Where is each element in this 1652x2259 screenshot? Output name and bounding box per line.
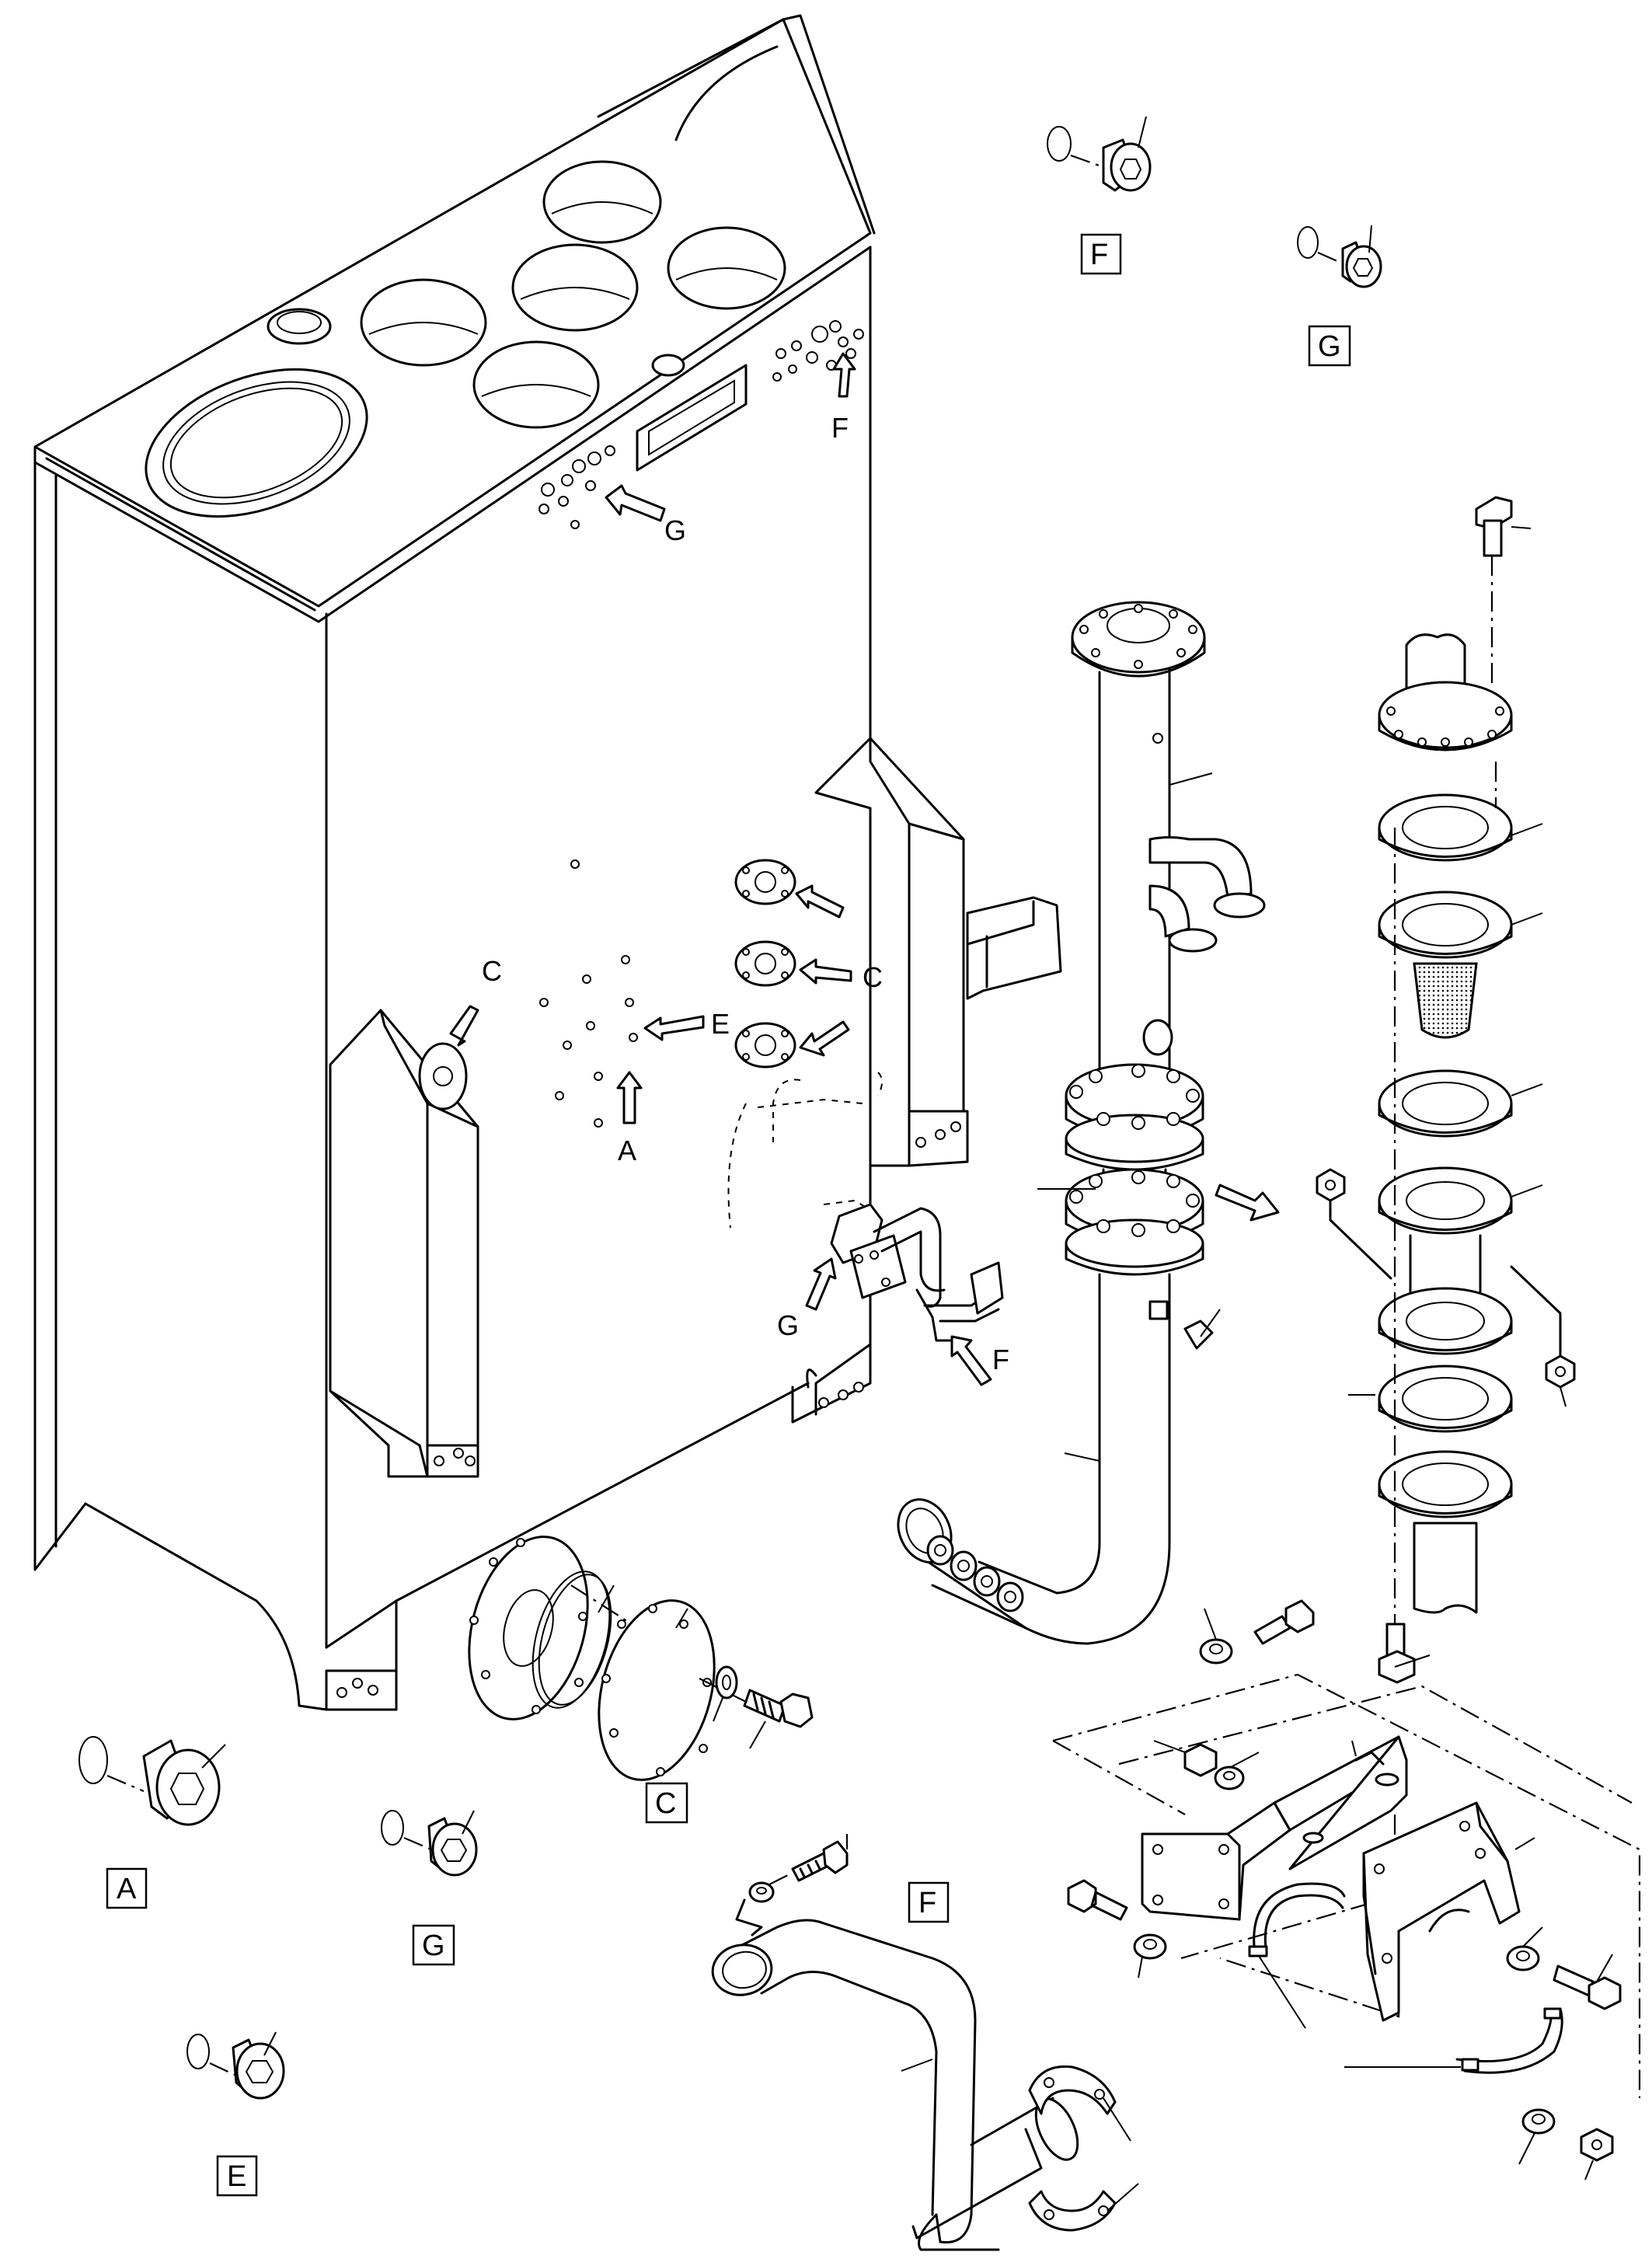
- detail-box-e: E: [216, 2155, 258, 2197]
- callout-f-top: F: [831, 412, 849, 444]
- bolt-f: [791, 1840, 849, 1882]
- detail-plug-a: [78, 1736, 221, 1826]
- cover-plate: [598, 1599, 716, 1781]
- bolt-c: [743, 1689, 814, 1728]
- detail-label-f-top: F: [1090, 239, 1108, 271]
- nut-bracket: [1183, 1743, 1218, 1777]
- bolt-upper: [1253, 1599, 1315, 1645]
- port-holes-top: [538, 320, 864, 529]
- detail-box-g-bottom: G: [412, 1924, 455, 1966]
- flange-c-upper: [734, 859, 796, 905]
- explode-arrow: [1215, 1184, 1280, 1222]
- detail-box-f-bottom: F: [908, 1881, 950, 1923]
- callout-g-top: G: [664, 514, 686, 546]
- detail-box-a: A: [106, 1867, 148, 1909]
- top-bolt: [1475, 496, 1513, 557]
- detail-box-c: C: [645, 1782, 688, 1824]
- detail-label-f-bottom: F: [918, 1887, 936, 1919]
- flange-c-lower: [734, 1022, 796, 1068]
- bottom-bolt: [1378, 1623, 1416, 1684]
- callout-arrows: [449, 352, 992, 1386]
- detail-box-labels: F G A G E C F: [106, 233, 1351, 2197]
- top-flange-bolt-holes: [1079, 604, 1197, 669]
- manifold-ports: [926, 1535, 1024, 1612]
- detail-label-g-top: G: [1318, 330, 1341, 363]
- callout-f-low: F: [992, 1344, 1009, 1375]
- detail-label-g-bottom: G: [422, 1930, 445, 1962]
- u-clamp-upper: [1248, 1882, 1346, 1957]
- u-clamp-lower: [1455, 2007, 1563, 2074]
- clamp-half-upper: [1028, 2065, 1117, 2115]
- short-pipe-f: [830, 1203, 1004, 1342]
- gasket-large: [468, 1536, 589, 1720]
- tank-top-features: [145, 160, 786, 518]
- flange-c-side: [418, 1042, 468, 1110]
- detail-plug-g-bottom: [381, 1810, 478, 1877]
- washer-f: [748, 1881, 775, 1903]
- nut-right: [1545, 1354, 1576, 1389]
- nut-left: [1316, 1168, 1346, 1202]
- washer-right: [1506, 1945, 1540, 1971]
- bolt-left: [1067, 1879, 1128, 1921]
- bracket-assembly: [1052, 1599, 1641, 2162]
- detail-f-pipe: [711, 1840, 1117, 2251]
- flange-c-set: [418, 859, 796, 1110]
- vertical-pipe-assembly: [897, 601, 1266, 1645]
- detail-plug-g-top: [1297, 226, 1382, 288]
- phantom-pipe-outline: [727, 1072, 883, 1229]
- lock-washer: [715, 1665, 738, 1699]
- callout-e: E: [711, 1008, 730, 1040]
- nut-bottom: [1580, 2128, 1614, 2162]
- callout-labels: G F C C E A G F: [482, 412, 1009, 1375]
- washer-bottom: [1521, 2108, 1556, 2135]
- detail-box-f-top: F: [1080, 233, 1122, 275]
- detail-label-e: E: [227, 2160, 246, 2193]
- washer-bracket: [1214, 1766, 1245, 1790]
- port-holes-middle: [539, 859, 638, 1128]
- callout-c-right: C: [863, 961, 883, 993]
- bolt-right: [1553, 1964, 1622, 2010]
- left-support-bracket: [329, 1009, 479, 1478]
- callout-a: A: [618, 1135, 636, 1166]
- clamp-half-lower: [1028, 2190, 1117, 2232]
- flange-c-middle: [734, 940, 796, 987]
- detail-c-assembly: [468, 1536, 814, 1781]
- o-ring: [531, 1570, 612, 1709]
- callout-c-upper: C: [482, 955, 502, 987]
- washer-upper: [1199, 1638, 1233, 1665]
- callout-g-low: G: [777, 1309, 799, 1341]
- detail-plug-f-top: [1047, 126, 1152, 192]
- filter-stack: [1316, 496, 1576, 1684]
- leader-lines: [201, 116, 1613, 2212]
- detail-box-g-top: G: [1308, 325, 1351, 367]
- detail-plug-e: [186, 2034, 285, 2100]
- washer-left: [1133, 1933, 1167, 1960]
- detail-label-a: A: [117, 1873, 137, 1905]
- detail-label-c: C: [655, 1787, 676, 1820]
- right-support-bracket: [814, 737, 1062, 1167]
